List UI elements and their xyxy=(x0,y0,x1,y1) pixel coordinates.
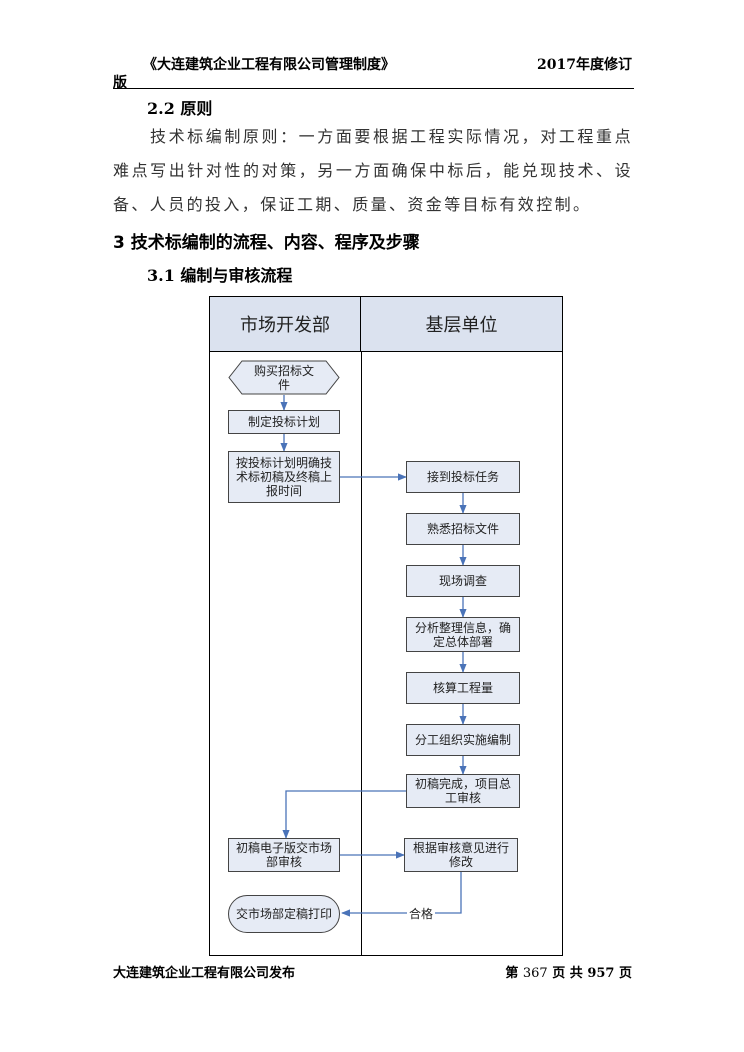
flow-connectors xyxy=(280,395,467,917)
node-analyze-info: 分析整理信息，确定总体部署 xyxy=(406,617,520,652)
node-submit-draft: 初稿电子版交市场部审核 xyxy=(228,838,340,872)
footer-publisher: 大连建筑企业工程有限公司发布 xyxy=(113,966,296,981)
section-3-heading: 3 技术标编制的流程、内容、程序及步骤 xyxy=(113,233,420,253)
node-buy-tender-docs: 购买招标文件 xyxy=(228,360,340,395)
section-2-2-paragraph: 技术标编制原则：一方面要根据工程实际情况，对工程重点难点写出针对性的对策，另一方… xyxy=(113,127,633,214)
node-final-print: 交市场部定稿打印 xyxy=(228,895,340,933)
lane-header-market: 市场开发部 xyxy=(210,297,361,352)
header-divider xyxy=(113,88,634,89)
node-receive-task: 接到投标任务 xyxy=(406,461,520,493)
edge-draft-submit xyxy=(282,790,406,839)
flowchart: 市场开发部 基层单位 购买招标文件 制定投标计划 按投标计划明确技术标初稿及 xyxy=(209,296,563,956)
section-2-2-heading: 2.2 原则 xyxy=(147,99,213,118)
node-revise: 根据审核意见进行修改 xyxy=(404,838,518,872)
edge-label-pass: 合格 xyxy=(407,905,436,922)
lane-header-base-unit: 基层单位 xyxy=(361,297,562,352)
footer-page-number: 第 367 页 共 957 页 xyxy=(505,966,632,981)
header-revision-wrap: 版 xyxy=(113,75,127,91)
edge-revise-final xyxy=(341,872,462,917)
header-title: 《大连建筑企业工程有限公司管理制度》 xyxy=(143,57,395,73)
node-calc-quantity: 核算工程量 xyxy=(406,672,520,704)
node-site-survey: 现场调查 xyxy=(406,565,520,597)
node-familiar-docs: 熟悉招标文件 xyxy=(406,513,520,545)
node-bid-plan: 制定投标计划 xyxy=(228,410,340,434)
section-3-1-heading: 3.1 编制与审核流程 xyxy=(147,266,293,285)
node-divide-work: 分工组织实施编制 xyxy=(406,724,520,756)
node-draft-review: 初稿完成，项目总工审核 xyxy=(406,774,520,808)
header-revision: 2017年度修订 xyxy=(537,57,632,73)
lane-divider xyxy=(361,352,362,955)
node-schedule: 按投标计划明确技术标初稿及终稿上报时间 xyxy=(228,451,340,503)
